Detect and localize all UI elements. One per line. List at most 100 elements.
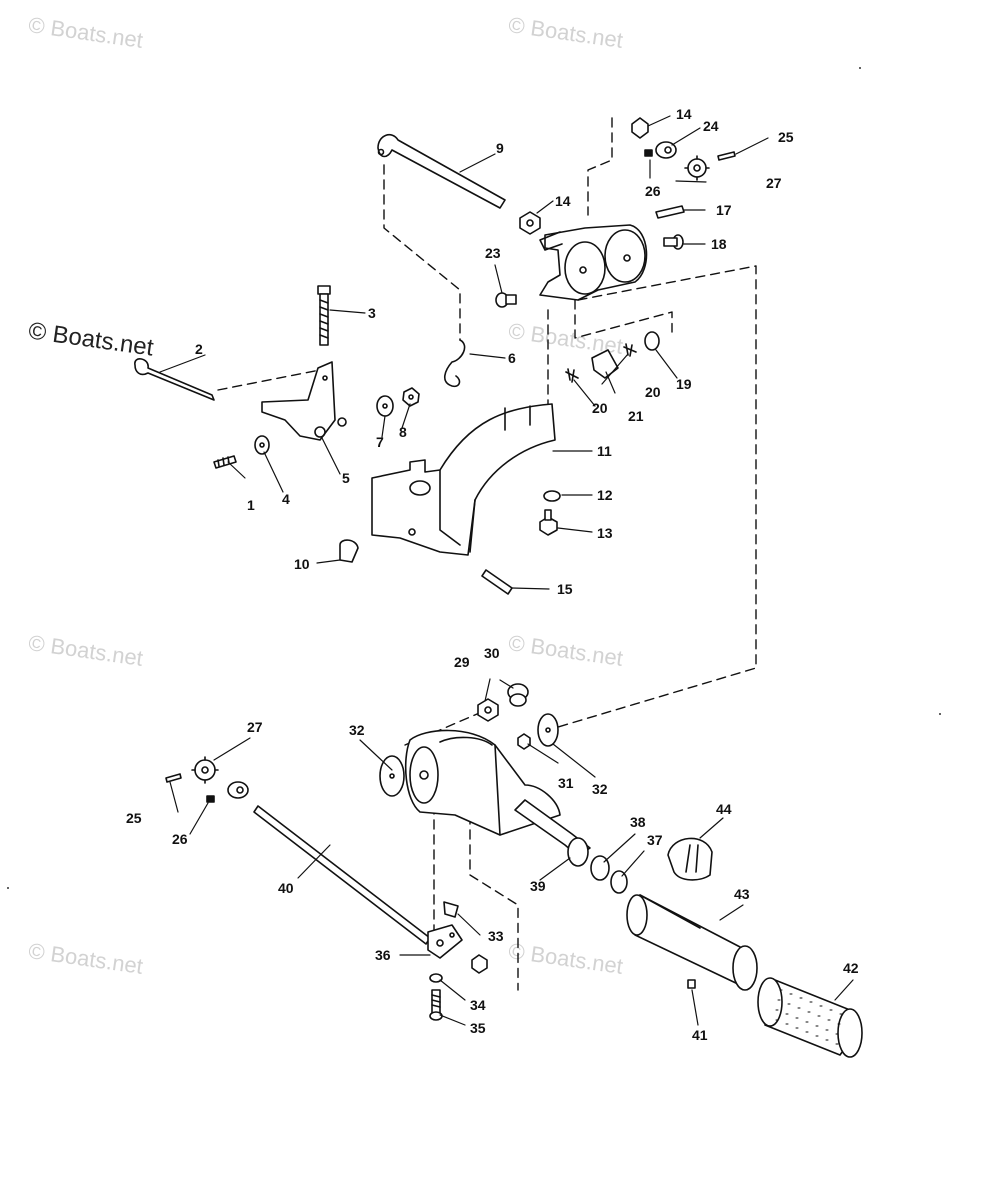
callout-labels: 1 2 3 4 5 6 7 8 9 10 11 12 13 14 14 15 1…: [126, 106, 859, 1043]
callout-33: 33: [488, 928, 504, 944]
callout-44: 44: [716, 801, 732, 817]
part-10-cap: [339, 539, 359, 563]
part-27-knob-lower: [191, 756, 219, 784]
part-23-screw: [495, 292, 517, 308]
callout-15: 15: [557, 581, 573, 597]
callout-26b: 26: [172, 831, 188, 847]
part-13-bolt: [539, 509, 558, 536]
part-31-nut: [517, 733, 531, 750]
part-29-nut: [477, 698, 499, 722]
callout-13: 13: [597, 525, 613, 541]
part-14-top-nut: [631, 117, 649, 139]
callout-18: 18: [711, 236, 727, 252]
callout-42: 42: [843, 960, 859, 976]
part-39-sleeve: [514, 799, 591, 867]
callout-17: 17: [716, 202, 732, 218]
callout-39: 39: [530, 878, 546, 894]
callout-14b: 14: [676, 106, 692, 122]
callout-36: 36: [375, 947, 391, 963]
part-26-setscrew: [644, 149, 653, 157]
part-36-block: [427, 924, 463, 959]
part-9-rod: [377, 133, 506, 209]
part-6-link: [444, 339, 466, 388]
callout-21: 21: [628, 408, 644, 424]
part-25-pin-lower: [165, 773, 182, 783]
callout-12: 12: [597, 487, 613, 503]
callout-25b: 25: [126, 810, 142, 826]
callout-30: 30: [484, 645, 500, 661]
part-8-nut: [402, 387, 420, 407]
part-15-pin: [481, 569, 513, 595]
callout-24: 24: [703, 118, 719, 134]
part-nut-lower: [471, 954, 488, 974]
part-33-key: [443, 901, 459, 918]
part-7-washer: [376, 395, 394, 417]
callout-23: 23: [485, 245, 501, 261]
callout-31: 31: [558, 775, 574, 791]
part-collar-lower: [227, 781, 249, 799]
callout-11: 11: [597, 443, 612, 459]
part-27-knob: [684, 155, 710, 181]
part-38-ring: [590, 855, 610, 881]
callout-3: 3: [368, 305, 376, 321]
callout-6: 6: [508, 350, 516, 366]
callout-35: 35: [470, 1020, 486, 1036]
speck-marks: [7, 67, 941, 889]
part-42-cover: [757, 977, 863, 1058]
part-17-pin: [655, 205, 685, 219]
callout-41: 41: [692, 1027, 708, 1043]
callout-40: 40: [278, 880, 294, 896]
callout-20b: 20: [592, 400, 608, 416]
callout-32a: 32: [349, 722, 365, 738]
part-24-collar: [655, 141, 677, 159]
callout-25a: 25: [778, 129, 794, 145]
part-32-washer-left: [379, 755, 405, 797]
callout-5: 5: [342, 470, 350, 486]
part-21-block: [591, 349, 619, 379]
part-41-pin: [687, 979, 696, 989]
part-20-spring-b: [565, 368, 579, 383]
part-19-ring: [644, 331, 660, 351]
callout-1: 1: [247, 497, 255, 513]
callout-10: 10: [294, 556, 310, 572]
part-43-grip: [626, 894, 758, 991]
part-37-ring: [610, 870, 628, 894]
callout-20a: 20: [645, 384, 661, 400]
part-26-setscrew-lower: [206, 795, 215, 803]
callout-32b: 32: [592, 781, 608, 797]
callout-27b: 27: [247, 719, 263, 735]
part-44-clip: [667, 837, 713, 881]
part-5-bracket: [261, 361, 347, 441]
cover-dots: [775, 989, 843, 1045]
callout-7: 7: [376, 434, 384, 450]
part-40-rod: [253, 805, 431, 945]
callout-4: 4: [282, 491, 290, 507]
callout-27a: 27: [766, 175, 782, 191]
part-14-nut: [519, 211, 541, 235]
callout-34: 34: [470, 997, 486, 1013]
part-3-screw: [317, 285, 331, 346]
callout-14a: 14: [555, 193, 571, 209]
callout-43: 43: [734, 886, 750, 902]
part-12-washer: [543, 490, 561, 502]
part-4-washer: [254, 435, 270, 455]
callout-26a: 26: [645, 183, 661, 199]
callout-38: 38: [630, 814, 646, 830]
leader-lines: [159, 115, 854, 1026]
callout-9: 9: [496, 140, 504, 156]
callout-29: 29: [454, 654, 470, 670]
part-18-screw: [663, 234, 684, 250]
callout-19: 19: [676, 376, 692, 392]
upper-cam-bracket: [539, 224, 648, 301]
part-20-spring: [623, 343, 637, 357]
callout-8: 8: [399, 424, 407, 440]
part-25-pin: [717, 151, 736, 161]
callout-37: 37: [647, 832, 663, 848]
part-34-washer: [429, 973, 443, 983]
callout-2: 2: [195, 341, 203, 357]
part-2-link: [134, 358, 215, 401]
part-11-mount: [371, 403, 556, 556]
part-32-washer-right: [537, 713, 559, 747]
